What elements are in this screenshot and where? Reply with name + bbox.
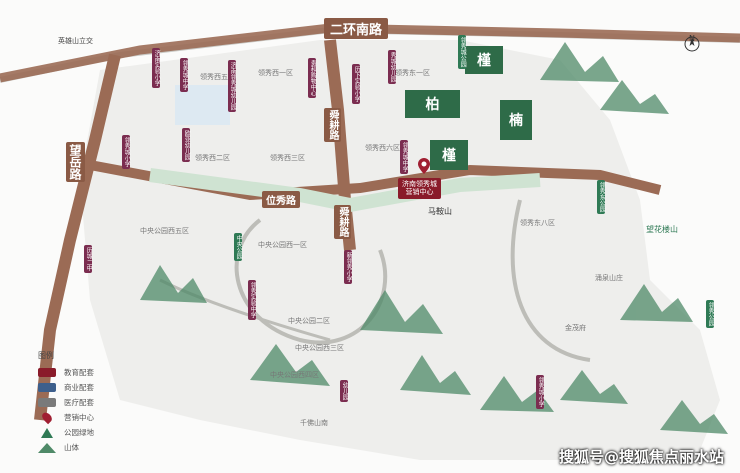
road-label-ring-south: 二环南路: [324, 18, 389, 39]
legend-title: 图例: [38, 351, 54, 360]
road-label-shunyuan: 舜耕路: [324, 108, 341, 142]
poi-pill[interactable]: 新领秀小学: [344, 250, 353, 284]
poi-pill[interactable]: 领秀城中学: [180, 58, 189, 92]
road-label-shunyuan-2: 舜耕路: [334, 205, 351, 239]
district-label: 涌泉山庄: [595, 274, 623, 282]
legend-item: 营销中心: [38, 410, 94, 425]
green-block: 槿: [430, 140, 468, 170]
sales-center-label[interactable]: 济南领秀城 营销中心: [398, 178, 441, 199]
district-label: 千佛山南: [300, 419, 328, 427]
poi-pill[interactable]: 贵和购物中心: [308, 58, 317, 98]
district-label: 中央公园西三区: [295, 344, 344, 352]
interchange-label: 英雄山立交: [58, 37, 93, 45]
district-label: 领秀东八区: [520, 219, 555, 227]
district-label: 中央公园西一区: [258, 241, 307, 249]
poi-pill[interactable]: 济南实验小学: [152, 48, 161, 88]
poi-pill[interactable]: 秀城幼儿园: [388, 50, 397, 84]
legend: 图例 教育配套 商业配套 医疗配套 营销中心 公园绿地 山体: [38, 350, 94, 455]
poi-pill[interactable]: 领秀城中学: [400, 140, 409, 174]
poi-pill-park[interactable]: 中央公园: [234, 233, 243, 261]
poi-pill-park[interactable]: 领秀东公园: [597, 180, 606, 214]
district-label: 领秀西二区: [195, 154, 230, 162]
poi-pill-park[interactable]: 领秀城公园: [458, 35, 467, 69]
poi-pill-park[interactable]: 领秀公园: [706, 300, 715, 328]
poi-pill[interactable]: 领秀城小学: [122, 135, 131, 169]
poi-pill[interactable]: 领秀城小学: [536, 375, 545, 409]
district-label: 中央公园西四区: [270, 371, 319, 379]
compass: N: [684, 34, 700, 52]
district-label: 领秀东一区: [395, 69, 430, 77]
legend-item: 商业配套: [38, 380, 94, 395]
legend-item: 教育配套: [38, 365, 94, 380]
district-label: 中央公园西五区: [140, 227, 189, 235]
district-label: 金茂府: [565, 324, 586, 332]
district-label: 领秀西六区: [365, 144, 400, 152]
mountain-icon: [38, 442, 56, 453]
medical-icon: [38, 398, 56, 407]
compass-icon: [684, 36, 700, 52]
commercial-icon: [38, 383, 56, 392]
park-icon: [41, 427, 53, 438]
legend-item: 山体: [38, 440, 94, 455]
district-label: 领秀西一区: [258, 69, 293, 77]
legend-item: 医疗配套: [38, 395, 94, 410]
green-block: 柏: [405, 90, 460, 118]
road-label-wangyue: 望岳路: [66, 142, 85, 182]
road-label-weixiu: 位秀路: [262, 191, 300, 208]
green-block: 楠: [500, 100, 532, 140]
district-label: 中央公园二区: [288, 317, 330, 325]
poi-pill[interactable]: 幼儿园: [340, 380, 349, 402]
district-label: 领秀西三区: [270, 154, 305, 162]
legend-item: 公园绿地: [38, 425, 94, 440]
watermark: 搜狐号@搜狐焦点丽水站: [558, 448, 724, 466]
sales-center-icon: [40, 410, 54, 425]
green-block: 槿: [465, 46, 503, 74]
poi-pill[interactable]: 历下实验小学: [352, 64, 361, 104]
poi-pill[interactable]: 济南领秀城幼儿园: [228, 60, 237, 112]
poi-pill[interactable]: 领秀实验中学: [248, 280, 257, 320]
mountain-label: 马鞍山: [428, 207, 452, 216]
poi-pill[interactable]: 欧亚幼儿园: [182, 128, 191, 162]
education-icon: [38, 368, 56, 377]
park-label: 望花楼山: [646, 225, 678, 234]
district-label: 领秀西五区: [200, 73, 235, 81]
sales-center-pin-icon[interactable]: [418, 158, 430, 174]
poi-pill[interactable]: 历城二中: [84, 245, 93, 273]
